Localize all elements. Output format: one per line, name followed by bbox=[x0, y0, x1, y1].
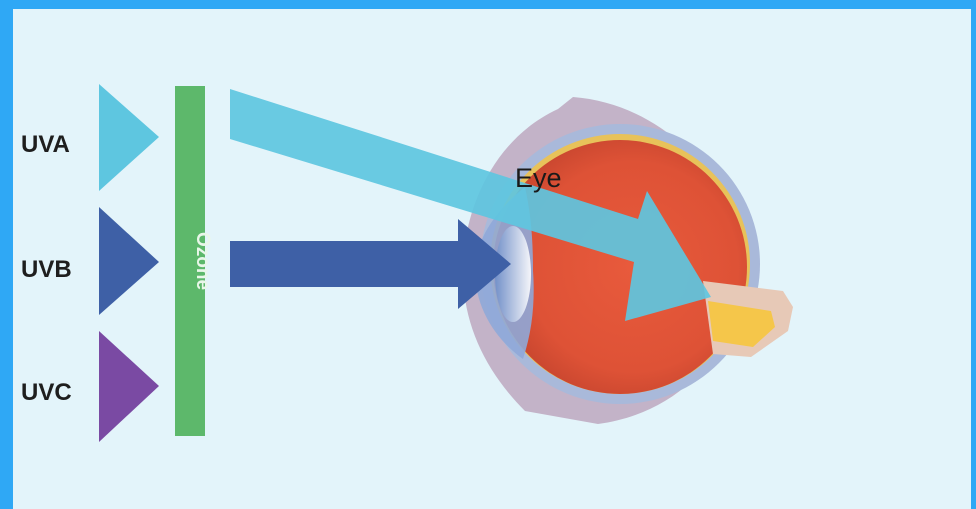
uvb-label: UVB bbox=[21, 256, 72, 283]
eye-label: Eye bbox=[515, 163, 562, 193]
diagram-frame: UVA UVB UVC Ozone Eye bbox=[13, 9, 971, 509]
uvc-label: UVC bbox=[21, 379, 72, 406]
eye bbox=[463, 97, 793, 424]
ozone-label: Ozone bbox=[192, 232, 213, 290]
uv-eye-diagram: UVA UVB UVC Ozone Eye bbox=[13, 9, 971, 509]
eye-lens bbox=[495, 226, 531, 322]
uva-label: UVA bbox=[21, 131, 70, 158]
uvb-triangle bbox=[99, 207, 159, 315]
uvb-arrow bbox=[230, 219, 511, 309]
uvc-triangle bbox=[99, 331, 159, 442]
uva-triangle bbox=[99, 84, 159, 191]
